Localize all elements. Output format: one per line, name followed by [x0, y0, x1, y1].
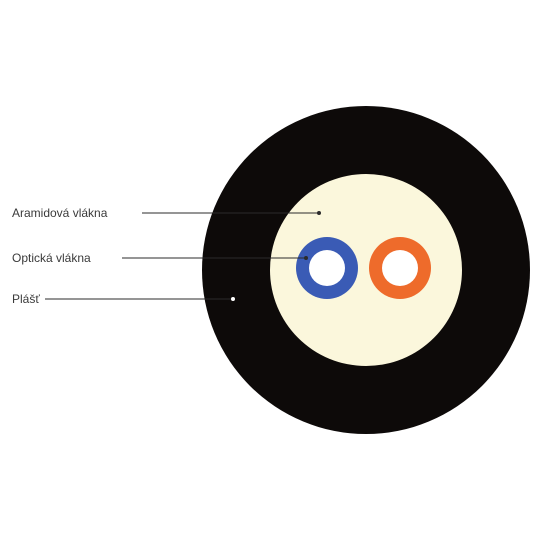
fiber-core [309, 250, 345, 286]
label-jacket: Plášť [12, 292, 40, 306]
leader-line-aramid [142, 211, 321, 215]
optical-fiber-blue [296, 237, 358, 299]
leader-line-optical [122, 256, 308, 260]
fiber-core [382, 250, 418, 286]
aramid-yarn-layer [270, 174, 462, 366]
label-aramid-fibers: Aramidová vlákna [12, 206, 108, 220]
label-optical-fibers: Optická vlákna [12, 251, 91, 265]
optical-fiber-orange [369, 237, 431, 299]
leader-line-jacket [45, 297, 235, 301]
